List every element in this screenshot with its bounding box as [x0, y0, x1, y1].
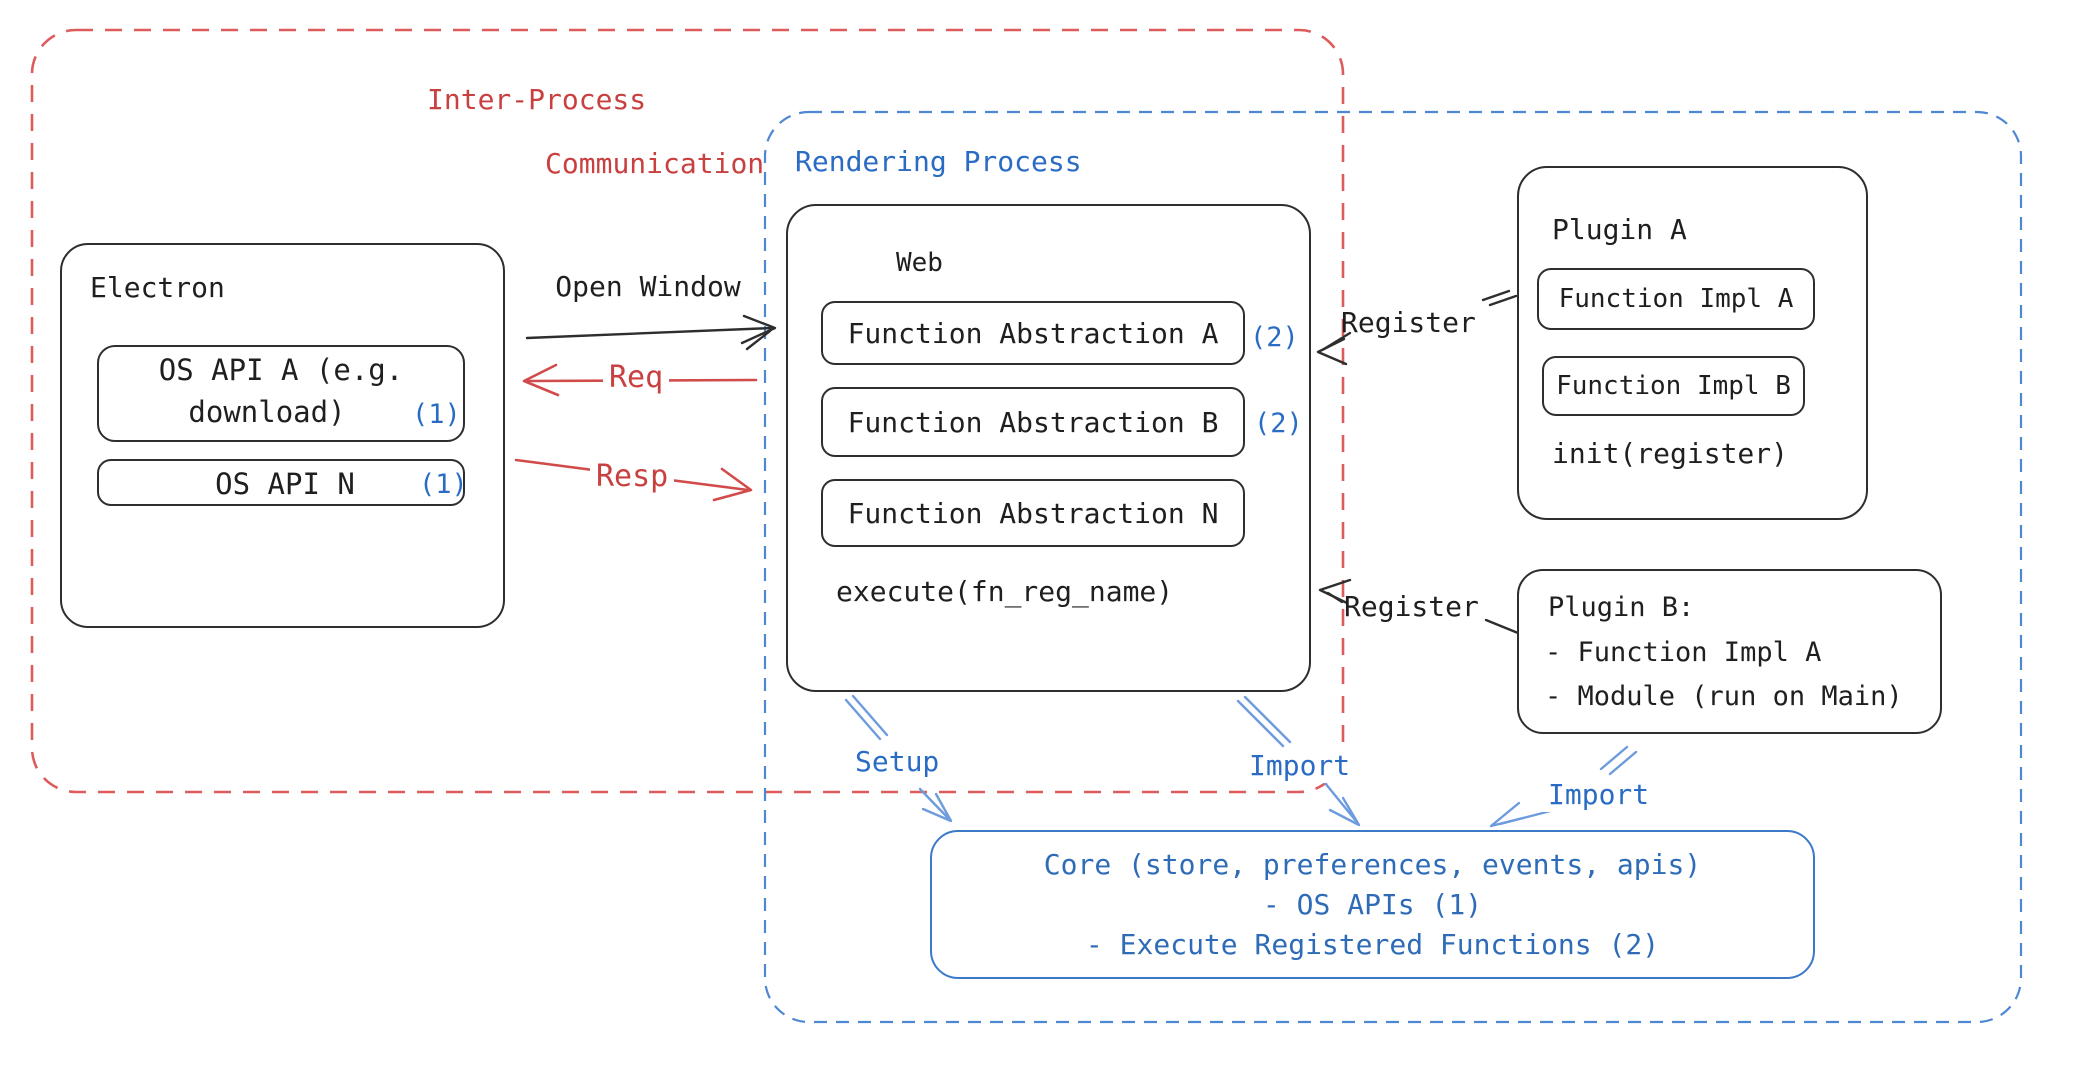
ipc-label-line1: Inter-Process — [427, 83, 647, 116]
register-b-label: Register — [1344, 590, 1479, 623]
init-register-label: init(register) — [1552, 437, 1789, 470]
os-api-a-line2: download) — [188, 395, 346, 429]
os-api-n-label: OS API N — [215, 467, 355, 501]
os-api-a-line1: OS API A (e.g. — [158, 353, 404, 387]
function-impl-a-box: Function Impl A — [1537, 268, 1815, 330]
os-api-n-box — [97, 459, 465, 506]
execute-label: execute(fn_reg_name) — [836, 575, 1174, 608]
import-web-label: Import — [1243, 749, 1357, 784]
function-impl-b-label: Function Impl B — [1556, 371, 1791, 401]
core-line2: - OS APIs (1) — [1262, 888, 1483, 921]
open-window-label: Open Window — [555, 270, 741, 303]
open-window-arrow — [525, 314, 777, 351]
register-b-arrow — [1318, 578, 1520, 635]
rendering-dashed-border — [763, 110, 2023, 1024]
import-web-arrow — [1236, 695, 1361, 827]
function-abstraction-a-badge: (2) — [1250, 322, 1299, 353]
function-abstraction-b-box: Function Abstraction B — [821, 387, 1245, 457]
setup-label: Setup — [849, 745, 946, 780]
core-line3: - Execute Registered Functions (2) — [1085, 928, 1660, 961]
core-line1: Core (store, preferences, events, apis) — [1043, 848, 1702, 881]
plugin-b-box — [1517, 569, 1942, 734]
function-abstraction-a-label: Function Abstraction A — [847, 316, 1219, 350]
os-api-a-badge: (1) — [412, 399, 461, 430]
plugin-b-line1: - Function Impl A — [1545, 637, 1822, 668]
function-abstraction-n-box: Function Abstraction N — [821, 479, 1245, 547]
core-box: Core (store, preferences, events, apis) … — [930, 830, 1815, 979]
os-api-n-badge: (1) — [419, 469, 468, 500]
import-plugin-label: Import — [1542, 778, 1656, 813]
ipc-label-line2: Communication — [545, 147, 765, 181]
ipc-dashed-border — [30, 28, 1345, 794]
plugin-b-line2: - Module (run on Main) — [1545, 681, 1903, 712]
plugin-b-title: Plugin B: — [1548, 592, 1695, 623]
register-a-arrow — [1316, 289, 1518, 366]
function-abstraction-a-box: Function Abstraction A — [821, 301, 1245, 365]
web-title: Web — [896, 248, 943, 278]
function-impl-b-box: Function Impl B — [1542, 356, 1805, 416]
setup-arrow — [844, 694, 953, 823]
electron-title: Electron — [90, 271, 225, 304]
resp-label: Resp — [590, 459, 675, 496]
function-abstraction-n-label: Function Abstraction N — [847, 496, 1219, 530]
os-api-a-box — [97, 345, 465, 442]
plugin-a-box — [1517, 166, 1868, 520]
req-label: Req — [603, 360, 670, 397]
rendering-region-label: Rendering Process — [795, 145, 1082, 178]
function-impl-a-label: Function Impl A — [1558, 284, 1794, 314]
function-abstraction-b-label: Function Abstraction B — [847, 405, 1219, 439]
ipc-region-label: Inter-Process Communication — [427, 83, 765, 181]
plugin-a-title: Plugin A — [1552, 213, 1687, 246]
register-a-label: Register — [1341, 306, 1476, 339]
function-abstraction-b-badge: (2) — [1254, 408, 1303, 439]
